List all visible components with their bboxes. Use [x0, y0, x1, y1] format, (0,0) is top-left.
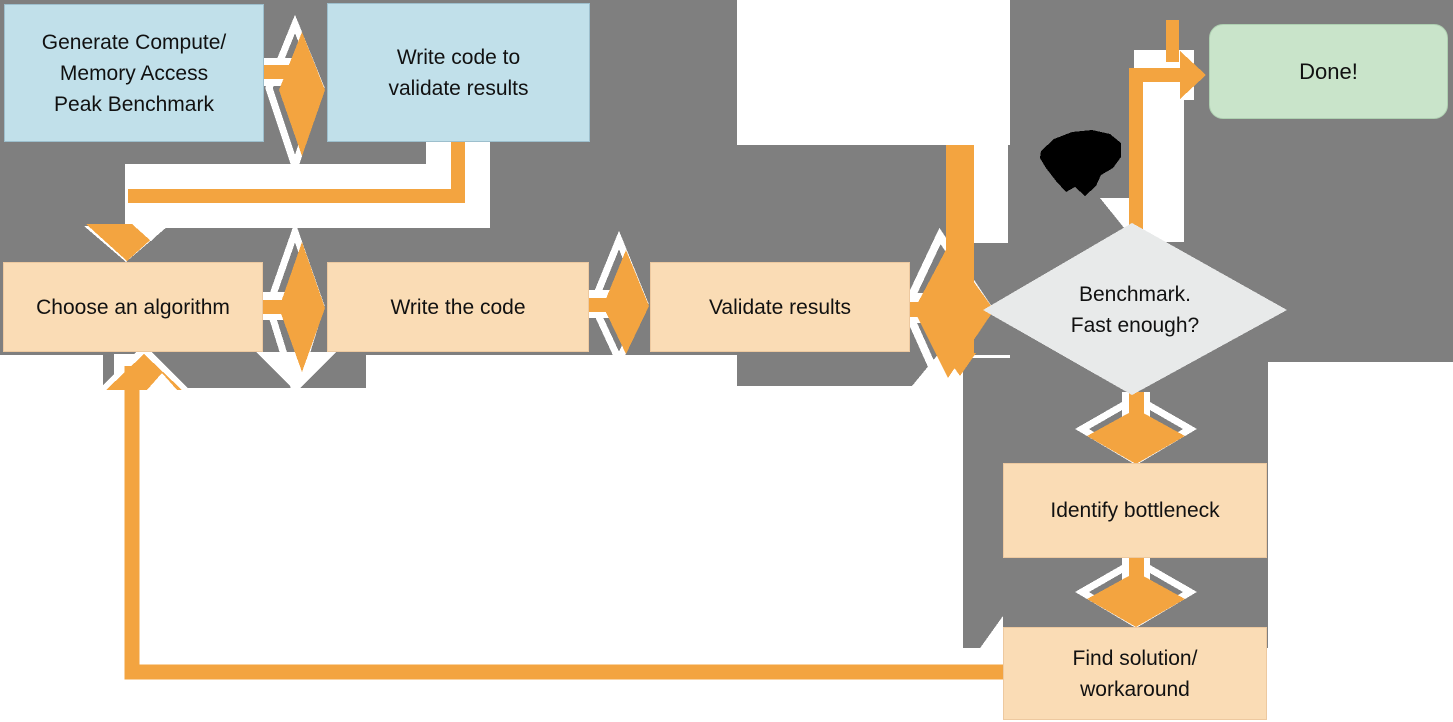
- arrow-writevalidation-to-choose: [84, 142, 490, 262]
- node-generate-benchmark: Generate Compute/ Memory Access Peak Ben…: [4, 4, 264, 142]
- node-write-validation-code: Write code to validate results: [327, 3, 590, 142]
- arrow-benchmark-to-identify: [1075, 392, 1197, 466]
- node-choose-algorithm: Choose an algorithm: [3, 262, 263, 352]
- node-write-code: Write the code: [327, 262, 589, 352]
- arrow-findsolution-to-choose: [92, 344, 1003, 680]
- node-validate-results: Validate results: [650, 262, 910, 352]
- arrow-junction-vertical-band: [944, 145, 976, 376]
- arrow-identify-to-findsolution: [1075, 555, 1197, 629]
- node-identify-bottleneck: Identify bottleneck: [1003, 463, 1267, 558]
- node-benchmark-decision-label: Benchmark. Fast enough?: [1070, 283, 1200, 337]
- arrow-choose-to-writecode: [260, 221, 325, 402]
- node-find-solution: Find solution/ workaround: [1003, 627, 1267, 720]
- node-done: Done!: [1209, 24, 1448, 119]
- arrow-benchmark-to-done: [1129, 20, 1206, 242]
- arrow-writecode-to-validate: [584, 230, 649, 369]
- benchmark-decision-diamond: [983, 223, 1287, 395]
- black-blob-annotation: [1040, 130, 1121, 196]
- top-white-region: [737, 0, 1010, 145]
